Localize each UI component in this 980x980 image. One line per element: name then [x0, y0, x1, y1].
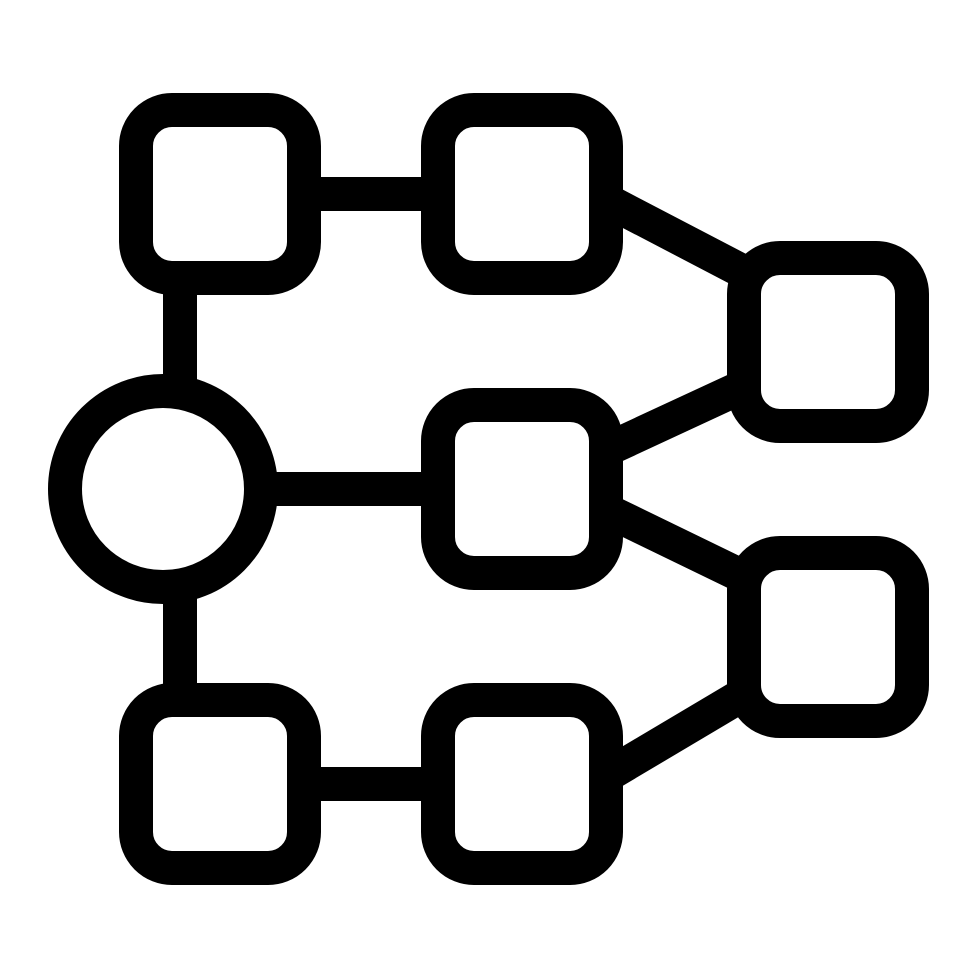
- node-bottom-middle: [421, 683, 623, 885]
- connector-lines: [163, 177, 753, 801]
- node-right-lower: [727, 536, 929, 738]
- node-bottom-left: [119, 683, 321, 885]
- connector-center-middle-to-right-upper: [598, 370, 752, 466]
- node-top-left: [119, 93, 321, 295]
- node-right-upper: [727, 241, 929, 443]
- connector-top-middle-to-right-upper: [598, 184, 752, 288]
- node-top-middle: [421, 93, 623, 295]
- node-root: [48, 374, 278, 604]
- diagram-nodes: [48, 93, 929, 885]
- connector-bottom-middle-to-right-lower: [597, 679, 753, 791]
- connector-center-middle-to-right-lower: [598, 494, 752, 593]
- node-center-middle: [421, 388, 623, 590]
